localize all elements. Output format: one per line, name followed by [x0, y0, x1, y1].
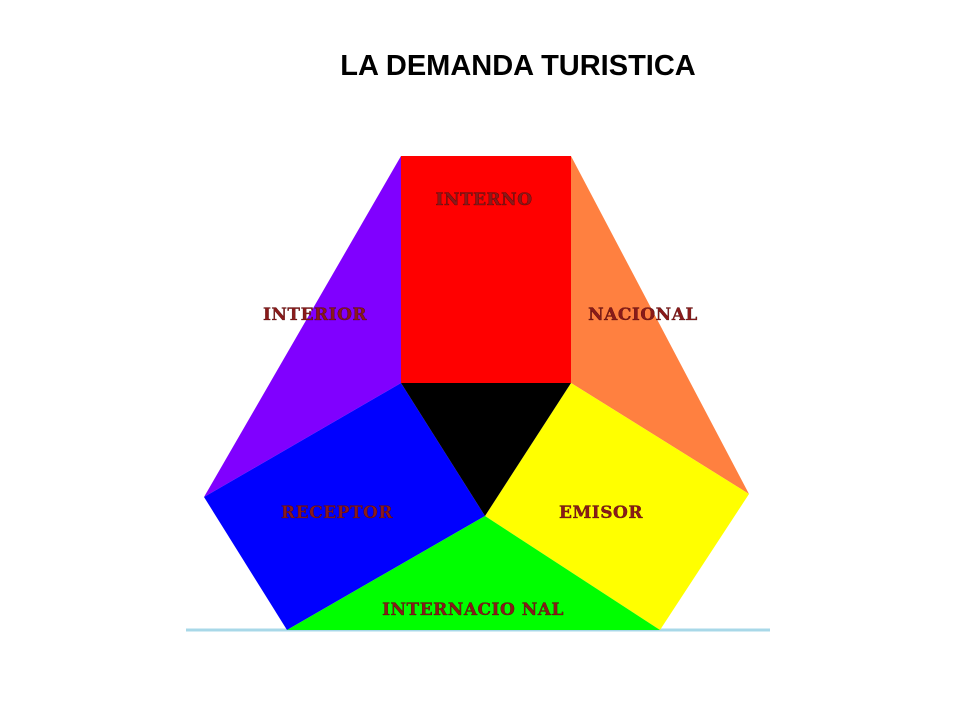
label-nacional: NACIONAL — [588, 305, 698, 325]
label-emisor: EMISOR — [559, 503, 643, 523]
label-interior: INTERIOR — [263, 305, 367, 325]
segment-internacional — [287, 516, 660, 630]
slide-title: LA DEMANDA TURISTICA — [340, 50, 696, 82]
segment-interno — [401, 156, 571, 383]
label-receptor: RECEPTOR — [281, 503, 393, 523]
segment-center — [401, 383, 571, 516]
segment-interior — [204, 156, 401, 497]
segment-nacional — [571, 156, 749, 494]
label-internacional: INTERNACIO NAL — [382, 600, 564, 620]
segment-receptor — [204, 383, 485, 630]
segment-emisor — [485, 383, 749, 630]
label-interno: INTERNO — [435, 190, 532, 210]
